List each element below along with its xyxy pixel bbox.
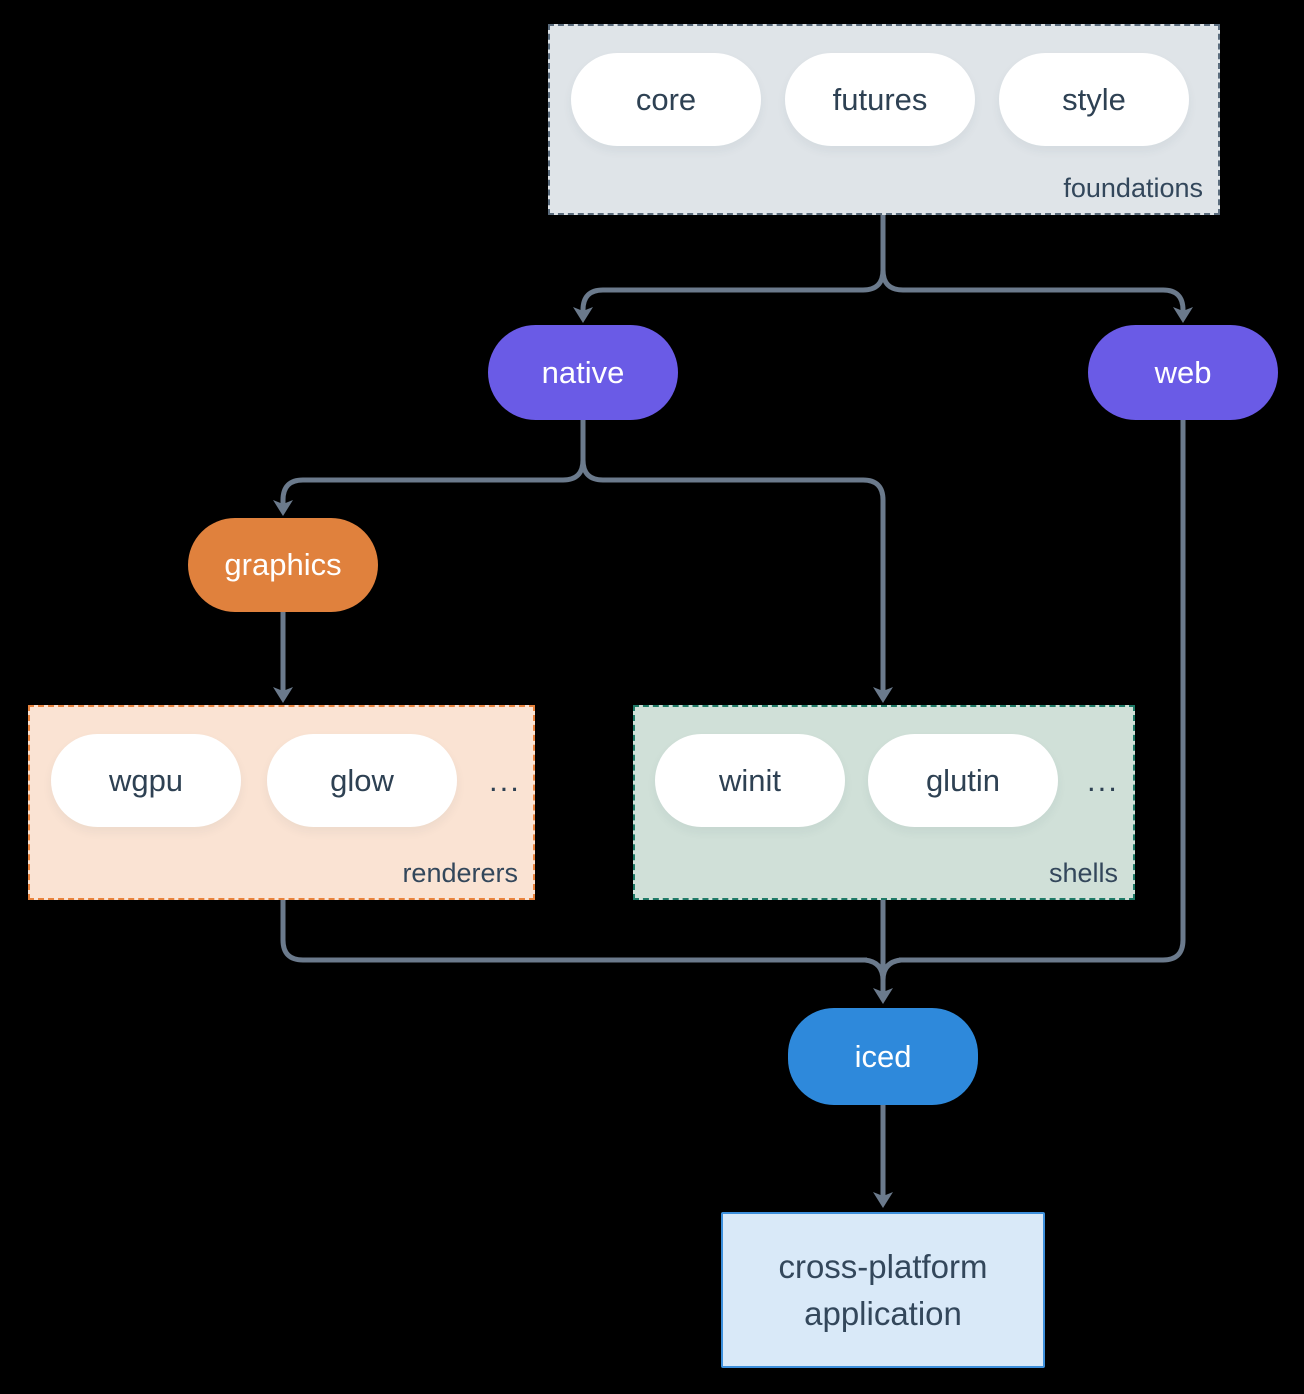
arrowhead-renderers: [273, 687, 293, 703]
edge-native-shells: [580, 420, 886, 696]
node-wgpu: wgpu: [51, 734, 241, 827]
arrowhead-application: [873, 1192, 893, 1208]
edge-foundations-web: [880, 214, 1186, 316]
renderers-label: renderers: [402, 858, 518, 888]
merge-fillet-left: [864, 957, 886, 981]
edge-native-graphics: [280, 420, 586, 508]
node-web: web: [1088, 325, 1278, 420]
shells-label: shells: [1048, 858, 1118, 888]
group-shells: winit glutin ... shells: [633, 705, 1135, 900]
node-style: style: [999, 53, 1189, 146]
arrowhead-native: [573, 307, 593, 323]
merge-fillet-right: [880, 957, 902, 981]
group-foundations: core futures style foundations: [548, 24, 1220, 215]
edge-renderers-merge: [280, 898, 867, 963]
arrowhead-web: [1173, 307, 1193, 323]
edge-web-merge: [899, 420, 1186, 963]
shells-more-ellipsis: ...: [1087, 762, 1119, 798]
edge-foundations-native: [580, 214, 886, 316]
renderers-pill-row: wgpu glow ...: [30, 707, 533, 827]
node-futures: futures: [785, 53, 975, 146]
application-label-line2: application: [804, 1295, 962, 1332]
group-renderers: wgpu glow ... renderers: [28, 705, 535, 900]
shells-pill-row: winit glutin ...: [635, 707, 1133, 827]
node-winit: winit: [655, 734, 845, 827]
arrowhead-iced: [873, 988, 893, 1004]
application-label-line1: cross-platform: [778, 1248, 988, 1285]
node-iced: iced: [788, 1008, 978, 1105]
node-native: native: [488, 325, 678, 420]
renderers-more-ellipsis: ...: [489, 762, 521, 798]
arrowhead-shells: [873, 687, 893, 703]
foundations-pill-row: core futures style: [550, 26, 1218, 146]
foundations-label: foundations: [1063, 173, 1203, 203]
node-glutin: glutin: [868, 734, 1058, 827]
node-graphics: graphics: [188, 518, 378, 612]
node-cross-platform-application: cross-platform application: [721, 1212, 1045, 1368]
node-glow: glow: [267, 734, 457, 827]
arrowhead-graphics: [273, 500, 293, 516]
node-core: core: [571, 53, 761, 146]
